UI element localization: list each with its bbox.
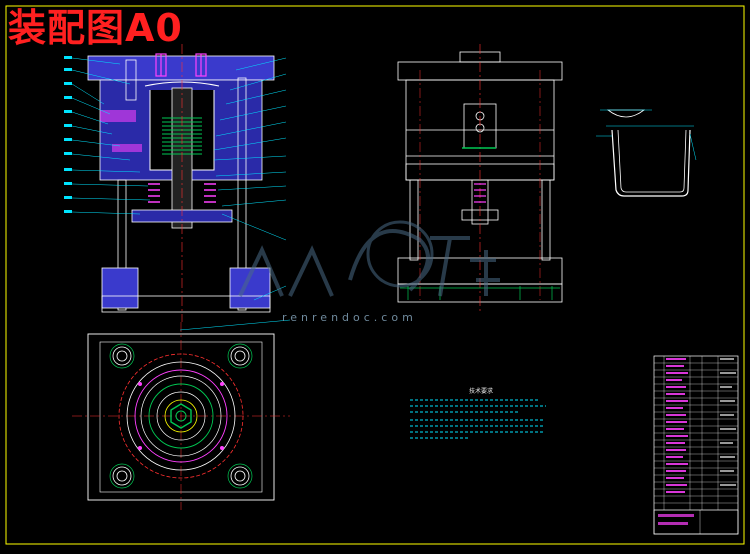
title-block (653, 355, 739, 535)
watermark-logo (238, 220, 500, 297)
tech-requirements-block (410, 399, 546, 439)
sheet-border (5, 5, 745, 545)
drawing-title: 装配图A0 (8, 6, 183, 50)
tech-requirements-title: 技术要求 (469, 388, 494, 395)
front-section-view (64, 44, 287, 322)
plan-view (72, 319, 291, 510)
watermark-text: renrendoc.com (282, 311, 417, 324)
part-cup-view (596, 109, 697, 197)
